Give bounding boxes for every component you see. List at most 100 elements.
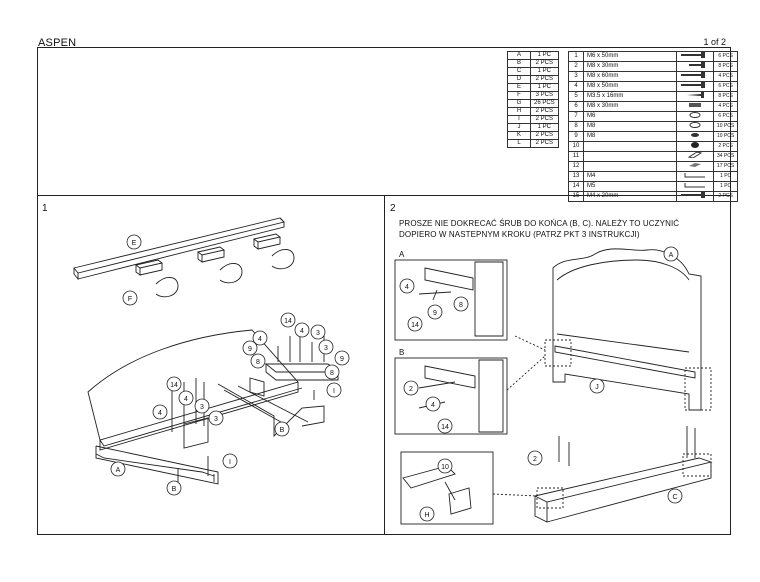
part-qty: 1 PC bbox=[530, 67, 559, 76]
hardware-number: 8 bbox=[568, 121, 584, 132]
part-qty: 2 PCS bbox=[530, 75, 559, 84]
part-key: D bbox=[507, 75, 531, 84]
detail-label-b: B bbox=[399, 348, 404, 357]
callout-c-label: C bbox=[672, 494, 677, 501]
callout-i-1 bbox=[222, 453, 238, 469]
detail-box-b bbox=[394, 357, 508, 435]
part-key: L bbox=[507, 139, 531, 148]
part-key: H bbox=[507, 107, 531, 116]
document-title: ASPEN bbox=[38, 37, 77, 49]
hardware-spec: M8 x 50mm bbox=[583, 81, 677, 92]
callout-8a bbox=[250, 353, 266, 369]
callout-a-label: A bbox=[669, 252, 674, 259]
bracket-f-1 bbox=[134, 259, 164, 276]
cap-icon bbox=[676, 141, 714, 152]
plate-icon bbox=[676, 151, 714, 162]
callout-4-label: 4 bbox=[405, 284, 409, 291]
hardware-number: 2 bbox=[568, 61, 584, 72]
rail-j bbox=[554, 345, 696, 379]
long-bolt-icon bbox=[676, 71, 714, 82]
part-qty: 1 PC bbox=[530, 51, 559, 60]
part-key: E bbox=[507, 83, 531, 92]
callout-e-label: E bbox=[132, 240, 137, 247]
callout-14-label: 14 bbox=[284, 318, 292, 325]
callout-4-label: 4 bbox=[184, 396, 188, 403]
callout-j-label: J bbox=[595, 384, 599, 391]
callout-8b bbox=[324, 364, 340, 380]
hardware-number: 12 bbox=[568, 161, 584, 172]
bolt-icon bbox=[676, 61, 714, 72]
part-key: A bbox=[507, 51, 531, 60]
callout-4-label: 4 bbox=[158, 410, 162, 417]
step-2-illustration: A B 4 9 8 14 2 4 14 A J 2 C 10 H bbox=[394, 246, 713, 525]
rail-c bbox=[533, 457, 713, 503]
callout-4-label: 4 bbox=[258, 336, 262, 343]
callout-4d bbox=[152, 404, 168, 420]
allen-key-icon bbox=[676, 181, 714, 192]
callout-b-label: B bbox=[280, 427, 285, 434]
callout-3d bbox=[208, 410, 224, 426]
hardware-count: 4 PCS bbox=[712, 101, 739, 112]
callout-14-label: 14 bbox=[441, 424, 449, 431]
washer-icon bbox=[676, 111, 714, 122]
part-key: J bbox=[507, 123, 531, 132]
callout-4-label: 4 bbox=[431, 402, 435, 409]
part-key: B bbox=[507, 59, 531, 68]
callout-14-label: 14 bbox=[411, 322, 419, 329]
divider-vertical bbox=[384, 195, 385, 535]
hardware-count: 10 PCS bbox=[712, 121, 739, 132]
callout-4a bbox=[252, 330, 268, 346]
hardware-count: 1 PC bbox=[712, 181, 739, 192]
step-2-number: 2 bbox=[390, 203, 396, 214]
callout-3a bbox=[310, 324, 326, 340]
callout-3-label: 3 bbox=[200, 404, 204, 411]
step-1-number: 1 bbox=[42, 203, 48, 214]
hardware-number: 1 bbox=[568, 51, 584, 62]
callout-8-label: 8 bbox=[256, 359, 260, 366]
hardware-spec bbox=[583, 161, 677, 172]
callout-f-label: F bbox=[128, 296, 132, 303]
hardware-spec: M5 bbox=[583, 181, 677, 192]
callout-4c bbox=[178, 390, 194, 406]
callout-b-label: B bbox=[172, 486, 177, 493]
part-qty: 3 PCS bbox=[530, 91, 559, 100]
part-qty: 1 PC bbox=[530, 83, 559, 92]
hardware-number: 14 bbox=[568, 181, 584, 192]
part-key: G bbox=[507, 99, 531, 108]
instruction-line-1: PROSZE NIE DOKRECAĆ ŚRUB DO KOŃCA (B, C)… bbox=[399, 219, 680, 228]
part-key: C bbox=[507, 67, 531, 76]
callout-8-label: 8 bbox=[330, 370, 334, 377]
callout-3c bbox=[194, 398, 210, 414]
part-qty: 2 PCS bbox=[530, 115, 559, 124]
instruction-line-2: DOPIERO W NASTEPNYM KROKU (PATRZ PKT 3 I… bbox=[399, 230, 640, 239]
hardware-number: 9 bbox=[568, 131, 584, 142]
part-qty: 2 PCS bbox=[530, 107, 559, 116]
part-key: K bbox=[507, 131, 531, 140]
page-indicator: 1 of 2 bbox=[703, 37, 726, 47]
hardware-spec bbox=[583, 151, 677, 162]
callout-9-label: 9 bbox=[340, 356, 344, 363]
callout-b-1 bbox=[166, 480, 182, 496]
hardware-number: 13 bbox=[568, 171, 584, 182]
long-bolt-icon bbox=[676, 51, 714, 62]
screw-icon bbox=[676, 91, 714, 102]
callout-e bbox=[126, 234, 142, 250]
